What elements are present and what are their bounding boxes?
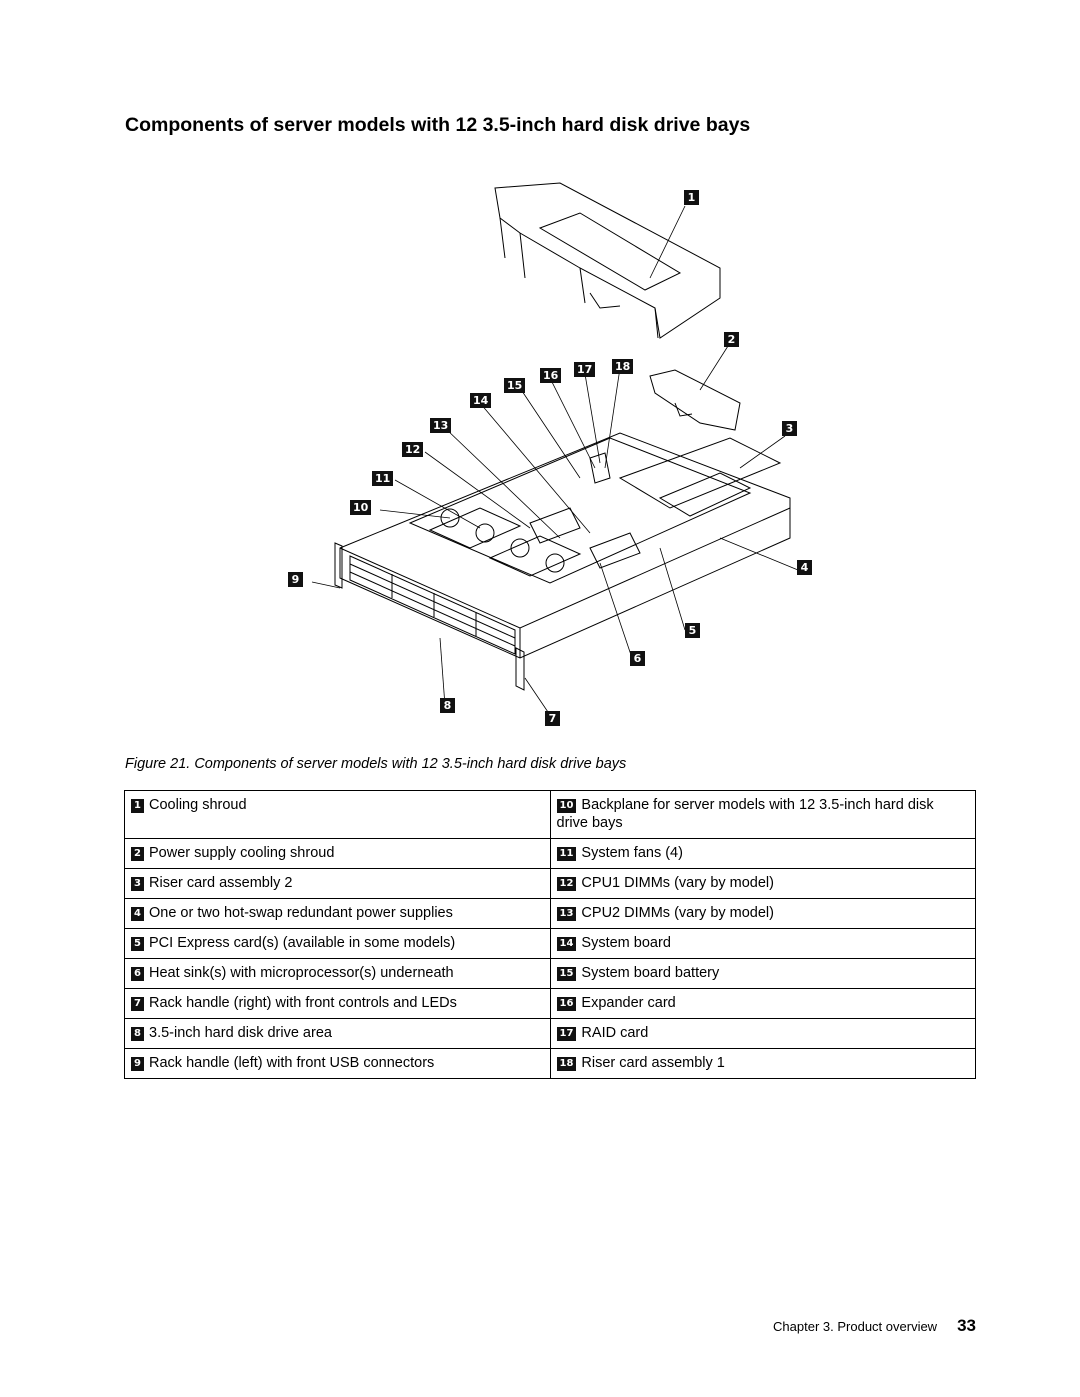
legend-number: 11 bbox=[556, 847, 577, 861]
legend-row: 2 Power supply cooling shroud 11 System fa… bbox=[124, 838, 976, 869]
callout-2: 2 bbox=[724, 332, 739, 347]
cooling-shroud-drawing bbox=[494, 182, 721, 339]
callout-10: 10 bbox=[350, 500, 372, 515]
legend-cell: 18 Riser card assembly 1 bbox=[549, 1048, 976, 1079]
legend-number: 7 bbox=[131, 997, 144, 1011]
figure-caption: Figure 21. Components of server models w… bbox=[125, 756, 627, 772]
legend-text: CPU1 DIMMs (vary by model) bbox=[581, 875, 774, 891]
callout-11: 11 bbox=[372, 471, 394, 486]
page-number: 33 bbox=[957, 1316, 976, 1335]
legend-cell: 9 Rack handle (left) with front USB conne… bbox=[124, 1048, 551, 1079]
legend-number: 2 bbox=[131, 847, 144, 861]
legend-text: Rack handle (left) with front USB connec… bbox=[149, 1055, 435, 1071]
legend-number: 15 bbox=[556, 967, 577, 981]
legend-row: 5 PCI Express card(s) (available in some … bbox=[124, 928, 976, 959]
callout-15: 15 bbox=[504, 378, 526, 393]
legend-number: 3 bbox=[131, 877, 144, 891]
callout-4: 4 bbox=[797, 560, 812, 575]
legend-number: 1 bbox=[131, 799, 144, 813]
legend-number: 6 bbox=[131, 967, 144, 981]
callout-14: 14 bbox=[470, 393, 492, 408]
callout-6: 6 bbox=[630, 651, 645, 666]
legend-cell: 5 PCI Express card(s) (available in some … bbox=[124, 928, 551, 959]
legend-row: 3 Riser card assembly 2 12 CPU1 DIMMs (var… bbox=[124, 868, 976, 899]
legend-row: 4 One or two hot-swap redundant power sup… bbox=[124, 898, 976, 929]
legend-row: 6 Heat sink(s) with microprocessor(s) und… bbox=[124, 958, 976, 989]
legend-number: 12 bbox=[556, 877, 577, 891]
legend-number: 14 bbox=[556, 937, 577, 951]
legend-text: System board bbox=[581, 935, 671, 951]
page-footer: Chapter 3. Product overview 33 bbox=[773, 1316, 976, 1336]
legend-cell: 14 System board bbox=[549, 928, 976, 959]
legend-text: Riser card assembly 2 bbox=[149, 875, 293, 891]
legend-text: One or two hot-swap redundant power supp… bbox=[149, 905, 453, 921]
legend-cell: 12 CPU1 DIMMs (vary by model) bbox=[549, 868, 976, 899]
callout-8: 8 bbox=[440, 698, 455, 713]
legend-number: 16 bbox=[556, 997, 577, 1011]
legend-text: Heat sink(s) with microprocessor(s) unde… bbox=[149, 965, 454, 981]
legend-number: 5 bbox=[131, 937, 144, 951]
legend-text: System board battery bbox=[581, 965, 720, 981]
callout-12: 12 bbox=[402, 442, 424, 457]
footer-chapter-text: Chapter 3. Product overview bbox=[773, 1319, 938, 1334]
legend-number: 13 bbox=[556, 907, 577, 921]
leader-lines bbox=[311, 205, 799, 719]
callout-5: 5 bbox=[685, 623, 700, 638]
legend-cell: 1 Cooling shroud bbox=[124, 790, 551, 839]
legend-text: System fans (4) bbox=[581, 845, 683, 861]
legend-text: CPU2 DIMMs (vary by model) bbox=[581, 905, 774, 921]
legend-cell: 13 CPU2 DIMMs (vary by model) bbox=[549, 898, 976, 929]
legend-number: 9 bbox=[131, 1057, 144, 1071]
legend-text: 3.5-inch hard disk drive area bbox=[149, 1025, 332, 1041]
legend-cell: 11 System fans (4) bbox=[549, 838, 976, 869]
legend-row: 8 3.5-inch hard disk drive area 17 RAID ca… bbox=[124, 1018, 976, 1049]
legend-text: RAID card bbox=[581, 1025, 649, 1041]
legend-text: PCI Express card(s) (available in some m… bbox=[149, 935, 456, 951]
legend-text: Rack handle (right) with front controls … bbox=[149, 995, 457, 1011]
legend-text: Backplane for server models with 12 3.5-… bbox=[556, 797, 934, 831]
callout-3: 3 bbox=[782, 421, 797, 436]
callout-1: 1 bbox=[684, 190, 699, 205]
legend-cell: 6 Heat sink(s) with microprocessor(s) und… bbox=[124, 958, 551, 989]
legend-cell: 7 Rack handle (right) with front controls… bbox=[124, 988, 551, 1019]
callout-7: 7 bbox=[545, 711, 560, 726]
legend-number: 10 bbox=[556, 799, 577, 813]
power-supply-shroud-drawing bbox=[649, 369, 741, 431]
legend-cell: 2 Power supply cooling shroud bbox=[124, 838, 551, 869]
legend-number: 4 bbox=[131, 907, 144, 921]
legend-number: 18 bbox=[556, 1057, 577, 1071]
legend-cell: 15 System board battery bbox=[549, 958, 976, 989]
legend-number: 8 bbox=[131, 1027, 144, 1041]
legend-text: Riser card assembly 1 bbox=[581, 1055, 725, 1071]
callout-18: 18 bbox=[612, 359, 634, 374]
legend-text: Cooling shroud bbox=[149, 797, 247, 813]
callout-9: 9 bbox=[288, 572, 303, 587]
legend-text: Expander card bbox=[581, 995, 676, 1011]
chassis-drawing bbox=[334, 432, 791, 691]
legend-row: 7 Rack handle (right) with front controls… bbox=[124, 988, 976, 1019]
legend-cell: 17 RAID card bbox=[549, 1018, 976, 1049]
callout-17: 17 bbox=[574, 362, 596, 377]
server-components-figure: 1 2 3 4 5 6 7 8 9 10 11 12 13 14 15 16 1… bbox=[280, 178, 820, 728]
legend-cell: 3 Riser card assembly 2 bbox=[124, 868, 551, 899]
callout-16: 16 bbox=[540, 368, 562, 383]
server-exploded-diagram bbox=[311, 182, 799, 719]
legend-cell: 16 Expander card bbox=[549, 988, 976, 1019]
legend-row: 9 Rack handle (left) with front USB conne… bbox=[124, 1048, 976, 1079]
legend-text: Power supply cooling shroud bbox=[149, 845, 335, 861]
legend-cell: 8 3.5-inch hard disk drive area bbox=[124, 1018, 551, 1049]
page-title: Components of server models with 12 3.5-… bbox=[125, 114, 751, 136]
legend-cell: 4 One or two hot-swap redundant power sup… bbox=[124, 898, 551, 929]
legend-number: 17 bbox=[556, 1027, 577, 1041]
callout-13: 13 bbox=[430, 418, 452, 433]
